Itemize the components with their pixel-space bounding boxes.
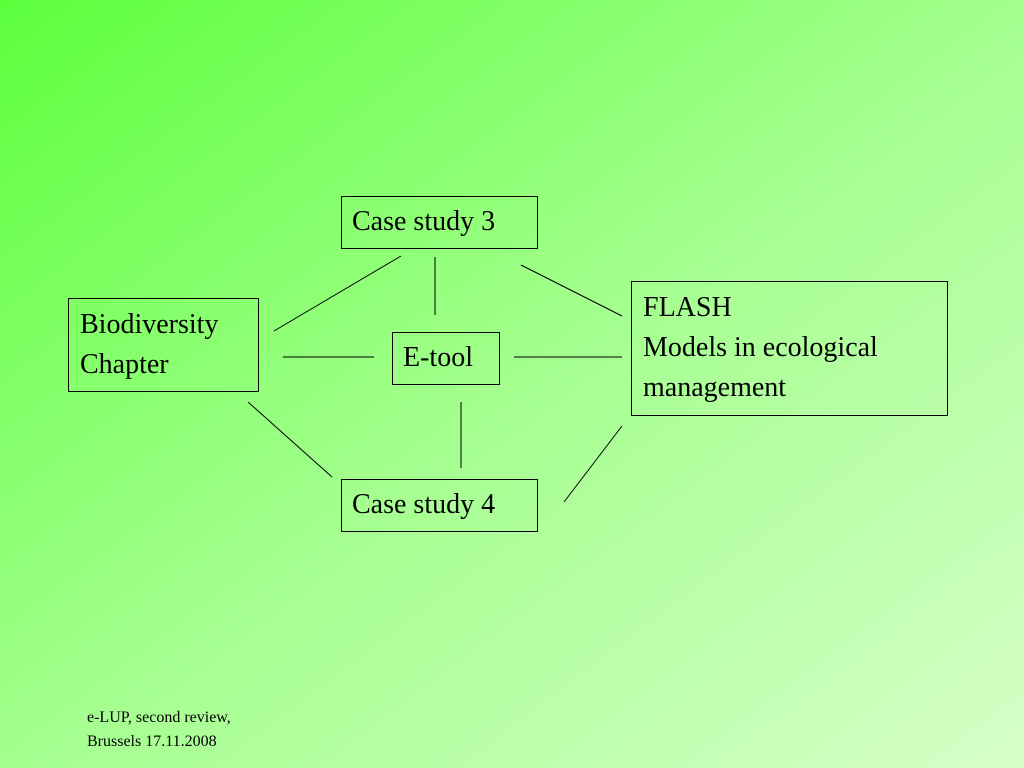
node-flash-line-3: management [643, 372, 787, 403]
edge-biodiversity-case-study-3 [273, 255, 402, 332]
footer-line-1: e-LUP, second review, [87, 709, 231, 726]
edge-biodiversity-case-study-4 [247, 401, 333, 478]
node-flash: FLASH Models in ecological management [631, 281, 948, 416]
slide-footer: e-LUP, second review, Brussels 17.11.200… [87, 706, 231, 754]
node-biodiversity-chapter: Biodiversity Chapter [68, 298, 259, 392]
node-flash-line-2: Models in ecological [643, 332, 878, 363]
node-case-study-4-label: Case study 4 [352, 489, 496, 520]
edge-case-study-3-flash [520, 264, 623, 317]
node-e-tool: E-tool [392, 332, 500, 385]
node-flash-line-1: FLASH [643, 292, 732, 323]
node-biodiversity-line-2: Chapter [80, 349, 169, 380]
node-case-study-3: Case study 3 [341, 196, 538, 249]
edge-flash-case-study-4 [563, 425, 623, 503]
node-e-tool-label: E-tool [403, 342, 473, 373]
node-case-study-4: Case study 4 [341, 479, 538, 532]
node-biodiversity-line-1: Biodiversity [80, 309, 219, 340]
footer-line-2: Brussels 17.11.2008 [87, 733, 217, 750]
node-case-study-3-label: Case study 3 [352, 206, 496, 237]
